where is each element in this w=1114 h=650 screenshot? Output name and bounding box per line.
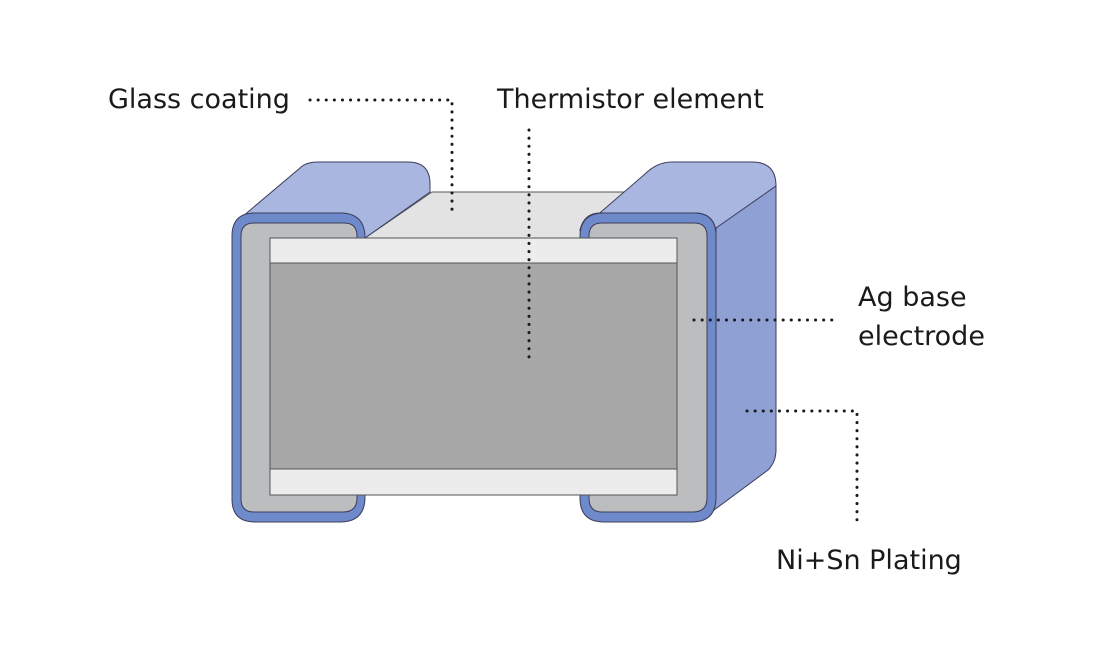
thermistor-element-label: Thermistor element [496,84,764,115]
plating-label: Ni+Sn Plating [776,545,962,576]
thermistor-element [269,262,678,470]
glass-coating-top-band [269,237,678,264]
glass-coating-bottom-band [269,468,678,496]
ag-base-electrode-label-line1: Ag base [858,282,967,313]
plating-leader [745,409,859,528]
glass-coating-label: Glass coating [108,84,290,115]
glass-coating-leader [308,98,454,216]
ag-base-electrode-label-line2: electrode [858,321,985,352]
